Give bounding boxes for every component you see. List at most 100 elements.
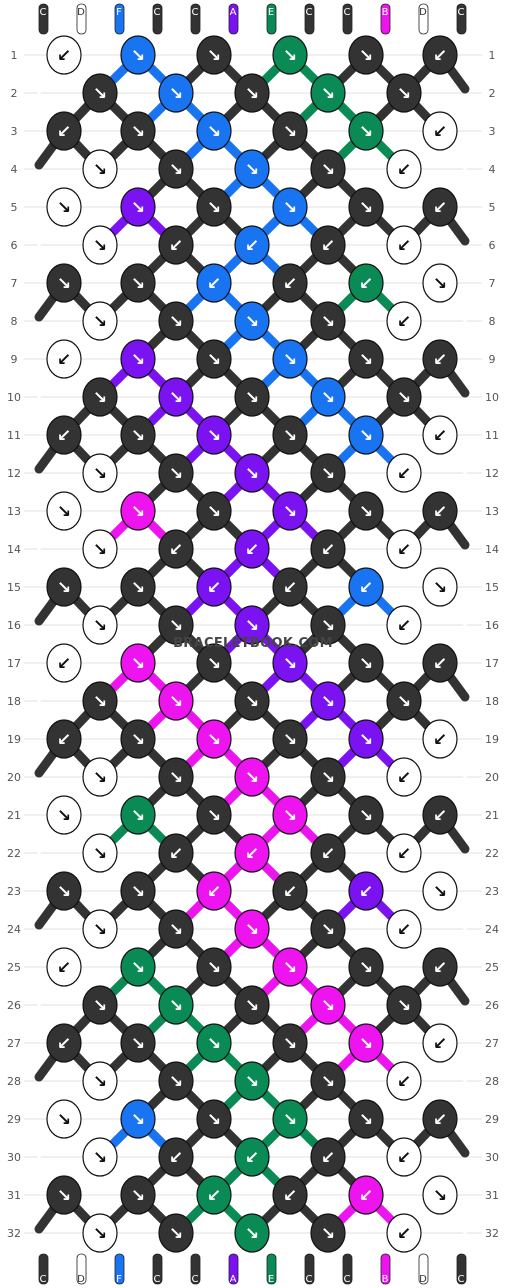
knot-body — [310, 377, 346, 417]
knot-body — [46, 1175, 82, 1215]
knot-arrow-icon: ↙ — [433, 730, 447, 750]
knot-grid: ↙↘↘↘↘↙↘↘↘↘↘↙↘↘↘↘↙↘↘↘↘↙↘↘↘↘↘↙↘↙↙↙↙↘↘↙↙↙↘↘… — [46, 35, 458, 1253]
knot-arrow-icon: ↘ — [321, 1072, 335, 1092]
knot: ↘ — [348, 719, 384, 759]
knot-body — [82, 149, 118, 189]
knot-body — [348, 187, 384, 227]
knot-body — [310, 453, 346, 493]
row-number: 7 — [489, 277, 496, 290]
knot: ↘ — [82, 301, 118, 341]
knot: ↘ — [196, 795, 232, 835]
row-number: 6 — [489, 239, 496, 252]
knot-arrow-icon: ↙ — [207, 882, 221, 902]
knot-body — [234, 301, 270, 341]
knot-arrow-icon: ↙ — [283, 578, 297, 598]
knot-arrow-icon: ↘ — [207, 426, 221, 446]
knot-body — [46, 187, 82, 227]
strand-marker — [228, 1253, 239, 1285]
knot-arrow-icon: ↙ — [245, 844, 259, 864]
knot-arrow-icon: ↘ — [245, 312, 259, 332]
knot-arrow-icon: ↘ — [321, 692, 335, 712]
strand-letter: A — [230, 1274, 237, 1285]
knot-body — [196, 719, 232, 759]
knot-arrow-icon: ↘ — [359, 958, 373, 978]
row-number: 1 — [489, 49, 496, 62]
knot: ↙ — [422, 415, 458, 455]
knot: ↘ — [158, 301, 194, 341]
knot-arrow-icon: ↘ — [245, 920, 259, 940]
knot: ↘ — [272, 187, 308, 227]
row-number: 11 — [7, 429, 21, 442]
knot: ↘ — [120, 643, 156, 683]
row-number: 13 — [485, 505, 499, 518]
strand-letter: D — [77, 7, 85, 18]
knot-body — [234, 909, 270, 949]
knot: ↘ — [120, 263, 156, 303]
knot: ↙ — [234, 1137, 270, 1177]
knot: ↙ — [46, 1023, 82, 1063]
knot-arrow-icon: ↘ — [359, 502, 373, 522]
knot: ↘ — [422, 871, 458, 911]
knot: ↙ — [386, 1213, 422, 1253]
knot-body — [272, 643, 308, 683]
knot-arrow-icon: ↙ — [321, 236, 335, 256]
knot-body — [348, 491, 384, 531]
knot-body — [348, 35, 384, 75]
knot: ↙ — [422, 947, 458, 987]
knot-arrow-icon: ↘ — [321, 160, 335, 180]
knot: ↘ — [348, 947, 384, 987]
row-number: 31 — [7, 1189, 21, 1202]
knot-arrow-icon: ↘ — [93, 692, 107, 712]
knot-body — [422, 871, 458, 911]
knot-arrow-icon: ↘ — [359, 350, 373, 370]
knot: ↘ — [272, 1023, 308, 1063]
row-number: 17 — [7, 657, 21, 670]
knot-arrow-icon: ↘ — [93, 464, 107, 484]
knot-body — [386, 225, 422, 265]
knot: ↘ — [82, 453, 118, 493]
knot-arrow-icon: ↘ — [93, 84, 107, 104]
knot: ↘ — [158, 757, 194, 797]
knot-arrow-icon: ↘ — [283, 122, 297, 142]
knot: ↘ — [234, 377, 270, 417]
knot-body — [422, 1099, 458, 1139]
knot: ↘ — [348, 491, 384, 531]
knot-arrow-icon: ↘ — [169, 920, 183, 940]
knot-arrow-icon: ↘ — [397, 692, 411, 712]
knot: ↙ — [386, 833, 422, 873]
knot-arrow-icon: ↘ — [245, 692, 259, 712]
knot-arrow-icon: ↘ — [359, 806, 373, 826]
knot: ↘ — [120, 567, 156, 607]
knot-arrow-icon: ↙ — [283, 274, 297, 294]
knot-arrow-icon: ↙ — [397, 1148, 411, 1168]
knot: ↘ — [120, 871, 156, 911]
knot-arrow-icon: ↙ — [397, 312, 411, 332]
knot-body — [272, 35, 308, 75]
knot: ↙ — [348, 1175, 384, 1215]
strand-marker — [114, 1253, 125, 1285]
knot: ↙ — [422, 795, 458, 835]
knot-body — [234, 833, 270, 873]
knot-arrow-icon: ↘ — [359, 46, 373, 66]
knot-body — [46, 947, 82, 987]
knot-body — [310, 529, 346, 569]
knot-arrow-icon: ↙ — [397, 1224, 411, 1244]
knot: ↘ — [82, 833, 118, 873]
knot-body — [310, 909, 346, 949]
knot: ↘ — [196, 187, 232, 227]
knot-arrow-icon: ↘ — [245, 84, 259, 104]
knot: ↙ — [158, 225, 194, 265]
knot-arrow-icon: ↘ — [57, 274, 71, 294]
knot-body — [82, 1137, 118, 1177]
knot-arrow-icon: ↘ — [283, 426, 297, 446]
knot-arrow-icon: ↘ — [397, 996, 411, 1016]
knot-body — [310, 301, 346, 341]
strand-letter: E — [268, 7, 274, 18]
knot-body — [82, 377, 118, 417]
knot-body — [272, 567, 308, 607]
row-number: 10 — [7, 391, 21, 404]
knot: ↘ — [348, 1099, 384, 1139]
knot-arrow-icon: ↘ — [169, 312, 183, 332]
knot-arrow-icon: ↙ — [57, 958, 71, 978]
strand-marker — [76, 1253, 87, 1285]
